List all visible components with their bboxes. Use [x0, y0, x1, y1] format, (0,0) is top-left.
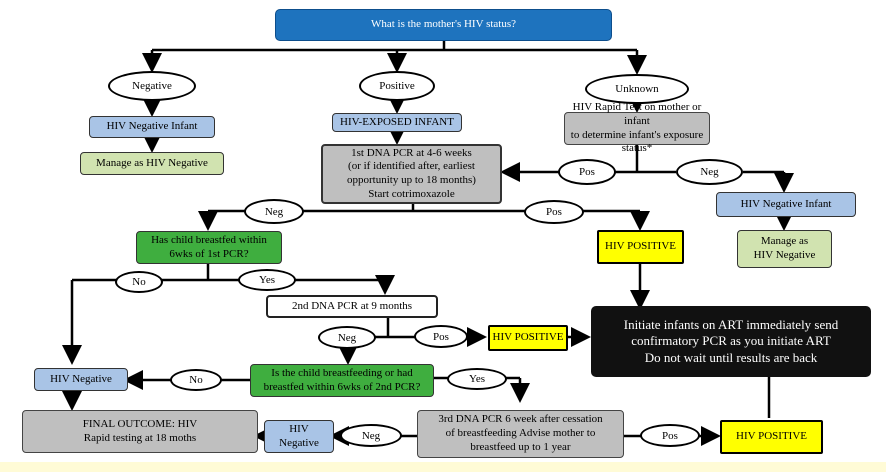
- pos-oval-1: Pos: [558, 159, 616, 185]
- final-outcome: FINAL OUTCOME: HIV Rapid testing at 18 m…: [22, 410, 258, 453]
- mother-status-question: What is the mother's HIV status?: [275, 9, 612, 41]
- neg-oval-1: Neg: [676, 159, 743, 185]
- yes-oval-1: Yes: [238, 269, 296, 291]
- manage-negative-left: Manage as HIV Negative: [80, 152, 224, 175]
- neg-oval-2: Neg: [244, 199, 304, 224]
- yes-oval-2: Yes: [447, 368, 507, 390]
- first-dna-pcr: 1st DNA PCR at 4-6 weeks (or if identifi…: [321, 144, 502, 204]
- hiv-negative-infant-right: HIV Negative Infant: [716, 192, 856, 217]
- pos-oval-4: Pos: [640, 424, 700, 447]
- pos-oval-3: Pos: [414, 325, 468, 348]
- positive-oval: Positive: [359, 71, 435, 101]
- footer-band: [0, 462, 886, 472]
- no-oval-1: No: [115, 271, 163, 293]
- manage-negative-right: Manage as HIV Negative: [737, 230, 832, 268]
- third-dna-pcr: 3rd DNA PCR 6 week after cessation of br…: [417, 410, 624, 458]
- breastfed-question-1: Has child breastfed within 6wks of 1st P…: [136, 231, 282, 264]
- hiv-negative-small: HIV Negative: [264, 420, 334, 453]
- hiv-exposed-infant: HIV-EXPOSED INFANT: [332, 113, 462, 132]
- no-oval-2: No: [170, 369, 222, 391]
- neg-oval-4: Neg: [340, 424, 402, 447]
- negative-oval: Negative: [108, 71, 196, 101]
- initiate-art-instruction: Initiate infants on ART immediately send…: [591, 306, 871, 377]
- pos-oval-2: Pos: [524, 200, 584, 224]
- hiv-negative-infant-left: HIV Negative Infant: [89, 116, 215, 138]
- hiv-positive-1: HIV POSITIVE: [597, 230, 684, 264]
- hiv-positive-3: HIV POSITIVE: [720, 420, 823, 454]
- breastfed-question-2: Is the child breastfeeding or had breast…: [250, 364, 434, 397]
- hiv-positive-2: HIV POSITIVE: [488, 325, 568, 351]
- hiv-rapid-test: HIV Rapid Test on mother or infant to de…: [564, 101, 710, 154]
- second-dna-pcr: 2nd DNA PCR at 9 months: [266, 295, 438, 318]
- unknown-oval: Unknown: [585, 74, 689, 104]
- neg-oval-3: Neg: [318, 326, 376, 349]
- hiv-negative-mid: HIV Negative: [34, 368, 128, 391]
